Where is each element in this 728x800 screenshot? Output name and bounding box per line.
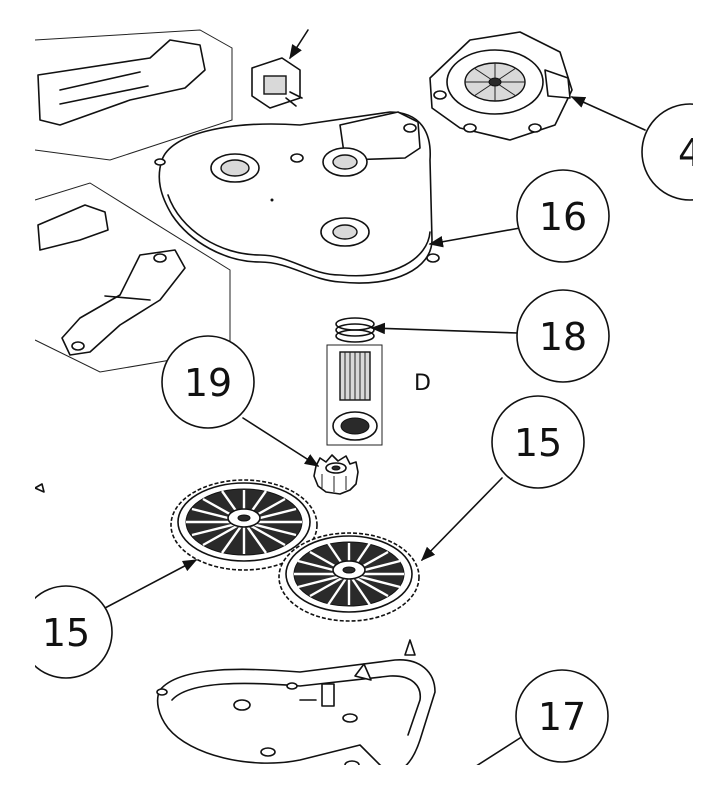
callout-19-label: 19 [184, 361, 232, 405]
callout-15-left-label: 15 [42, 611, 90, 655]
base-plate [156, 639, 436, 772]
callout-16: 16 [516, 169, 610, 263]
callout-16-label: 16 [539, 195, 587, 239]
right-margin [693, 0, 728, 800]
callout-18-label: 18 [539, 315, 587, 359]
callout-18: 18 [516, 289, 610, 383]
callout-17-label: 17 [538, 695, 586, 739]
bottom-margin [0, 765, 728, 800]
large-gear-right [278, 532, 420, 622]
large-gear-left [170, 479, 318, 571]
callout-15-right-label: 15 [514, 421, 562, 465]
detail-d-box [326, 344, 383, 446]
small-pinion-gear [313, 454, 359, 495]
connector-part [251, 57, 303, 109]
callout-17: 17 [515, 669, 609, 763]
left-margin [0, 0, 35, 800]
left-arm-panel [34, 182, 231, 373]
callout-19: 19 [161, 335, 255, 429]
leader-lines [104, 29, 646, 771]
detail-label: D [414, 371, 431, 396]
spring-part [335, 317, 375, 343]
left-edge-fragment [34, 483, 45, 493]
gearbox-cover [154, 111, 440, 284]
top-margin [0, 0, 728, 28]
motor-part [429, 31, 573, 141]
callout-15-right: 15 [491, 395, 585, 489]
top-left-arm-panel [34, 29, 233, 161]
